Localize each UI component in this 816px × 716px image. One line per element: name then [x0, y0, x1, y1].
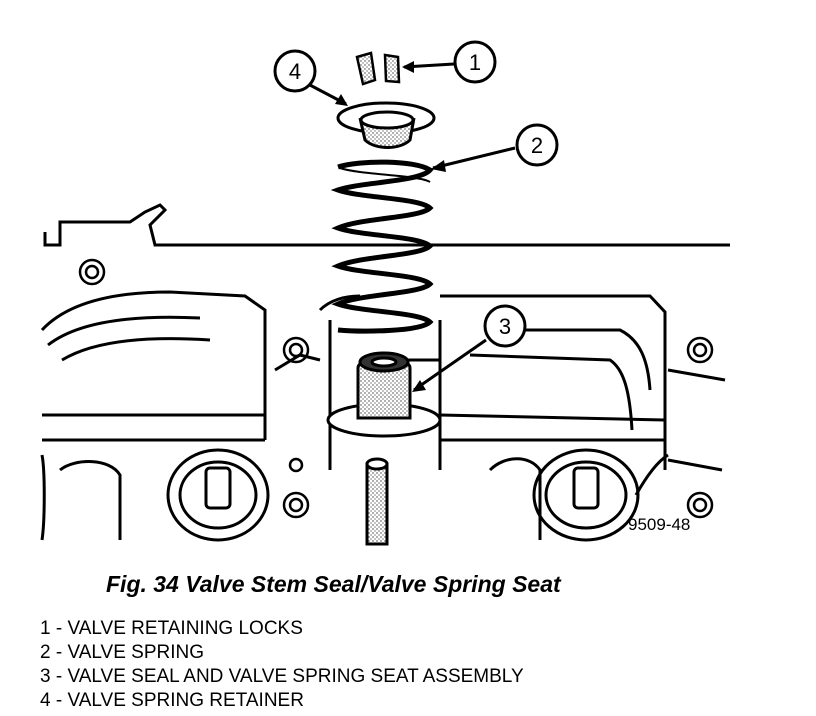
valve-retaining-locks [355, 51, 401, 86]
figure-code: 9509-48 [628, 515, 690, 534]
valve-bosses [40, 448, 669, 542]
legend-item: 1 - VALVE RETAINING LOCKS [40, 618, 303, 639]
callout-2: 2 [431, 123, 559, 172]
parts-legend: 1 - VALVE RETAINING LOCKS 2 - VALVE SPRI… [40, 617, 524, 713]
callouts: 1 2 3 4 [273, 40, 559, 392]
callout-3: 3 [412, 304, 527, 392]
valve-spring [330, 159, 434, 334]
figure-caption: Fig. 34 Valve Stem Seal/Valve Spring Sea… [106, 571, 561, 597]
head-bolts [78, 258, 714, 519]
valve-spring-retainer [336, 101, 436, 149]
valve-seal-spring-seat [326, 351, 442, 438]
valve-stem [365, 457, 389, 546]
callout-3-number: 3 [499, 314, 511, 339]
legend-item: 3 - VALVE SEAL AND VALVE SPRING SEAT ASS… [40, 666, 524, 687]
callout-4-number: 4 [289, 59, 301, 84]
callout-2-number: 2 [531, 133, 543, 158]
valve-assembly-illustration: 1 2 3 4 9509-48 [40, 40, 730, 546]
legend-item: 2 - VALVE SPRING [40, 642, 205, 663]
callout-1-number: 1 [469, 50, 481, 75]
legend-item: 4 - VALVE SPRING RETAINER [40, 690, 304, 711]
callout-1: 1 [402, 40, 497, 84]
callout-4: 4 [273, 49, 348, 106]
